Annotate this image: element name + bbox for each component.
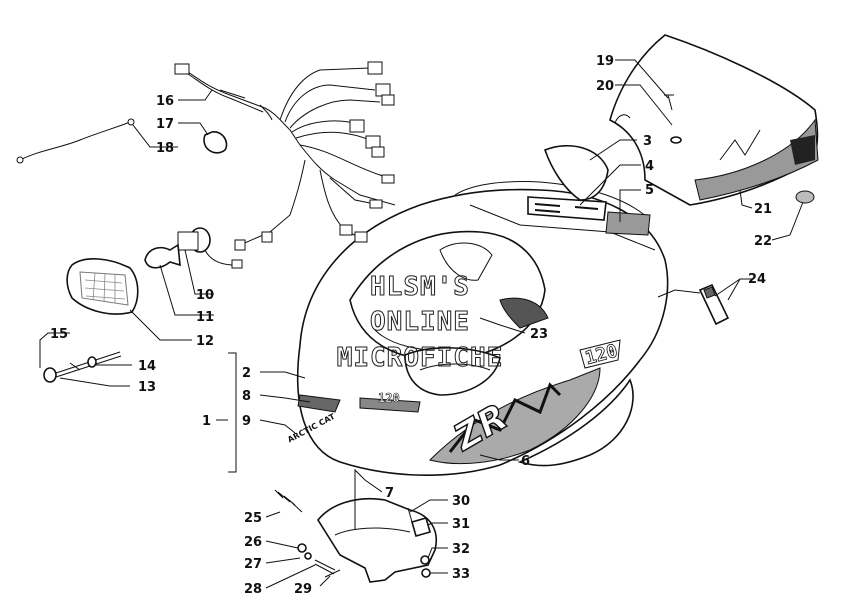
callout-16: 16 <box>156 94 174 109</box>
part-wire-18 <box>19 121 131 161</box>
part-washer-32 <box>420 555 430 565</box>
callout-29: 29 <box>294 582 312 597</box>
callout-25: 25 <box>244 511 262 526</box>
callout-19: 19 <box>596 54 614 69</box>
callout-14: 14 <box>138 359 156 374</box>
part-clamp-17 <box>203 131 228 154</box>
callout-3: 3 <box>643 134 652 149</box>
watermark: HLSM'S ONLINE MICROFICHE <box>336 272 504 374</box>
callout-33: 33 <box>452 567 470 582</box>
callout-21: 21 <box>754 202 772 217</box>
callout-28: 28 <box>244 582 262 597</box>
part-decal-4 <box>527 196 607 221</box>
part-nut-33 <box>421 568 431 578</box>
part-clip-31 <box>411 517 431 537</box>
leader-lines <box>39 59 804 589</box>
wiring-harness <box>174 61 396 251</box>
callout-7: 7 <box>385 486 394 501</box>
part-headlight-12 <box>66 258 139 315</box>
callout-2: 2 <box>242 366 251 381</box>
callout-6: 6 <box>521 454 530 469</box>
callout-8: 8 <box>242 389 251 404</box>
callout-26: 26 <box>244 535 262 550</box>
part-spring-15 <box>87 356 97 368</box>
part-washer-26 <box>297 543 307 553</box>
model-number-decal-small: 120 <box>378 391 400 405</box>
callout-12: 12 <box>196 334 214 349</box>
part-washer-19 <box>670 136 682 144</box>
callout-30: 30 <box>452 494 470 509</box>
callout-10: 10 <box>196 288 214 303</box>
part-washer-27 <box>304 552 312 560</box>
part-screw-30 <box>407 507 413 523</box>
part-bulb-socket-10 <box>177 227 243 269</box>
part-bulb-11 <box>144 243 181 269</box>
callout-9: 9 <box>242 414 251 429</box>
watermark-line-1: HLSM'S <box>370 272 470 302</box>
callout-22: 22 <box>754 234 772 249</box>
callout-labels: 1 2 3 4 5 6 7 8 9 10 11 12 13 14 15 16 1… <box>50 54 772 597</box>
part-spring-25 <box>274 489 303 513</box>
part-decal-4b <box>534 203 599 213</box>
callout-23: 23 <box>530 327 548 342</box>
windshield <box>609 34 819 206</box>
callout-4: 4 <box>645 159 654 174</box>
callout-13: 13 <box>138 380 156 395</box>
hood <box>297 181 669 477</box>
callout-5: 5 <box>645 183 654 198</box>
callout-15: 15 <box>50 327 68 342</box>
callout-17: 17 <box>156 117 174 132</box>
callout-24: 24 <box>748 272 766 287</box>
part-bracket <box>317 497 437 583</box>
callout-27: 27 <box>244 557 262 572</box>
callout-32: 32 <box>452 542 470 557</box>
watermark-line-3: MICROFICHE <box>337 343 504 373</box>
callout-20: 20 <box>596 79 614 94</box>
callout-1: 1 <box>202 414 211 429</box>
callout-31: 31 <box>452 517 470 532</box>
part-nut-13 <box>43 367 57 383</box>
callout-18: 18 <box>156 141 174 156</box>
part-screw-29 <box>324 569 341 578</box>
part-label-5 <box>605 211 651 236</box>
callout-11: 11 <box>196 310 214 325</box>
part-wellnut-22 <box>795 190 815 204</box>
watermark-line-2: ONLINE <box>370 307 470 337</box>
part-pad <box>543 144 609 201</box>
part-bolt-28 <box>314 559 336 575</box>
